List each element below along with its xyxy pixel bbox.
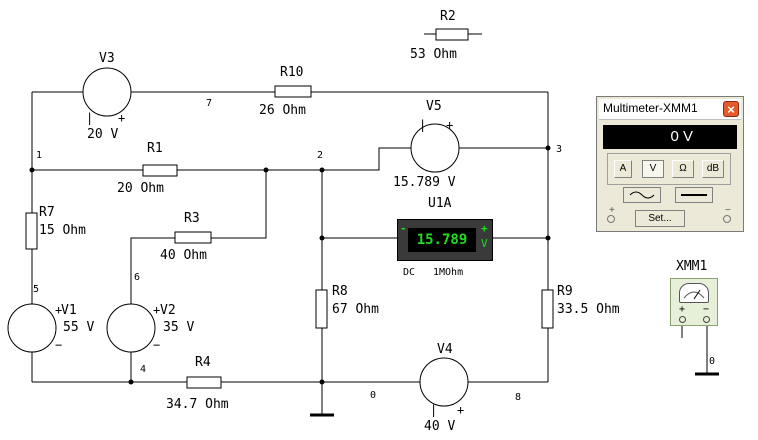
source-v3[interactable]	[82, 67, 132, 117]
plus-terminal-label: +	[609, 205, 615, 216]
source-v1[interactable]	[7, 303, 57, 353]
node-label-1: 1	[36, 150, 42, 161]
label-v4-name: V4	[437, 342, 453, 357]
resistor-r7[interactable]	[25, 212, 38, 250]
v4-plus: +	[457, 403, 464, 417]
v5-minus: |	[419, 118, 426, 132]
label-v4-value: 40 V	[424, 419, 455, 434]
label-r1-name: R1	[147, 141, 163, 156]
label-r10-value: 26 Ohm	[259, 103, 306, 118]
label-r2-value: 53 Ohm	[410, 47, 457, 62]
label-v3-value: 20 V	[87, 127, 118, 142]
node-label-7: 7	[206, 98, 212, 109]
label-r7-name: R7	[39, 205, 55, 220]
label-r1-value: 20 Ohm	[117, 181, 164, 196]
resistor-r10[interactable]	[274, 85, 312, 98]
voltmeter-u1a[interactable]: - 15.789 + V	[397, 219, 493, 261]
label-r9-name: R9	[557, 284, 573, 299]
mode-button-ampere[interactable]: A	[614, 160, 632, 178]
label-v3-name: V3	[99, 51, 115, 66]
v5-plus: +	[446, 118, 453, 132]
u1a-mode: DC	[403, 267, 415, 278]
label-v2-value: 35 V	[163, 320, 194, 335]
label-v1-value: 55 V	[63, 320, 94, 335]
xmm1-minus-terminal-icon[interactable]	[703, 316, 710, 323]
node-label-5: 5	[33, 284, 39, 295]
source-v2[interactable]	[106, 303, 156, 353]
label-v2-name: V2	[160, 303, 176, 318]
resistor-r9[interactable]	[541, 289, 554, 329]
label-r2-name: R2	[440, 9, 456, 24]
resistor-r8[interactable]	[315, 289, 328, 329]
minus-terminal-icon[interactable]	[723, 215, 731, 223]
minus-terminal-label: −	[725, 205, 731, 216]
resistor-r2[interactable]	[435, 28, 469, 41]
label-v5-name: V5	[426, 99, 442, 114]
node-label-3: 3	[556, 144, 562, 155]
xmm1-plus-label: +	[679, 304, 686, 315]
label-r8-name: R8	[332, 284, 348, 299]
u1a-impedance: 1MOhm	[433, 267, 463, 278]
v2-plus: +	[153, 303, 160, 317]
label-r7-value: 15 Ohm	[39, 223, 86, 238]
mode-button-volt[interactable]: V	[642, 160, 664, 178]
v4-minus: |	[430, 403, 437, 417]
multimeter-display: 0 V	[603, 125, 737, 149]
label-r4-value: 34.7 Ohm	[166, 397, 229, 412]
v2-minus: −	[153, 338, 160, 352]
label-xmm1-name: XMM1	[676, 259, 707, 274]
mode-button-ohm[interactable]: Ω	[672, 160, 694, 178]
u1a-reading: 15.789	[408, 228, 476, 252]
node-label-4: 4	[140, 364, 146, 375]
label-r10-name: R10	[280, 65, 303, 80]
node-label-2: 2	[317, 150, 323, 161]
multimeter-titlebar[interactable]: Multimeter-XMM1 ×	[599, 99, 741, 120]
ac-wave-button[interactable]	[623, 187, 661, 203]
resistor-r1[interactable]	[142, 164, 178, 177]
xmm1-minus-label: −	[703, 304, 710, 315]
dc-button[interactable]	[675, 187, 713, 203]
label-r3-name: R3	[184, 211, 200, 226]
label-r8-value: 67 Ohm	[332, 302, 379, 317]
node-label-0: 0	[370, 390, 376, 401]
set-button[interactable]: Set...	[635, 210, 685, 227]
node-label-xmm-0: 0	[709, 356, 715, 367]
close-icon[interactable]: ×	[723, 101, 739, 117]
v1-plus: +	[55, 303, 62, 317]
label-r4-name: R4	[195, 355, 211, 370]
xmm1-plus-terminal-icon[interactable]	[679, 316, 686, 323]
plus-terminal-icon[interactable]	[607, 215, 615, 223]
sine-wave-icon	[629, 191, 655, 199]
label-u1a-name: U1A	[428, 196, 452, 211]
u1a-plus-terminal: +	[481, 222, 488, 235]
u1a-unit: V	[481, 237, 488, 250]
label-r3-value: 40 Ohm	[160, 248, 207, 263]
multimeter-xmm1-instrument[interactable]: + −	[670, 278, 718, 326]
label-v5-value: 15.789 V	[393, 175, 456, 190]
v3-plus: +	[118, 111, 125, 125]
mode-button-db[interactable]: dB	[702, 160, 724, 178]
label-r9-value: 33.5 Ohm	[557, 302, 620, 317]
resistor-r4[interactable]	[186, 376, 222, 389]
v1-minus: −	[55, 338, 62, 352]
multimeter-title: Multimeter-XMM1	[603, 101, 698, 115]
source-v4[interactable]	[419, 357, 469, 407]
resistor-r3[interactable]	[174, 231, 212, 244]
node-label-8: 8	[515, 392, 521, 403]
source-v5[interactable]	[410, 123, 460, 173]
multimeter-window[interactable]: Multimeter-XMM1 × 0 V A V Ω dB + Set... …	[596, 96, 744, 232]
label-v1-name: V1	[61, 303, 77, 318]
dc-line-icon	[681, 194, 707, 196]
meter-dial-icon	[679, 283, 709, 303]
mode-button-group: A V Ω dB	[607, 153, 731, 185]
node-label-6: 6	[134, 272, 140, 283]
u1a-minus-terminal: -	[400, 222, 407, 235]
v3-minus: |	[86, 111, 93, 125]
